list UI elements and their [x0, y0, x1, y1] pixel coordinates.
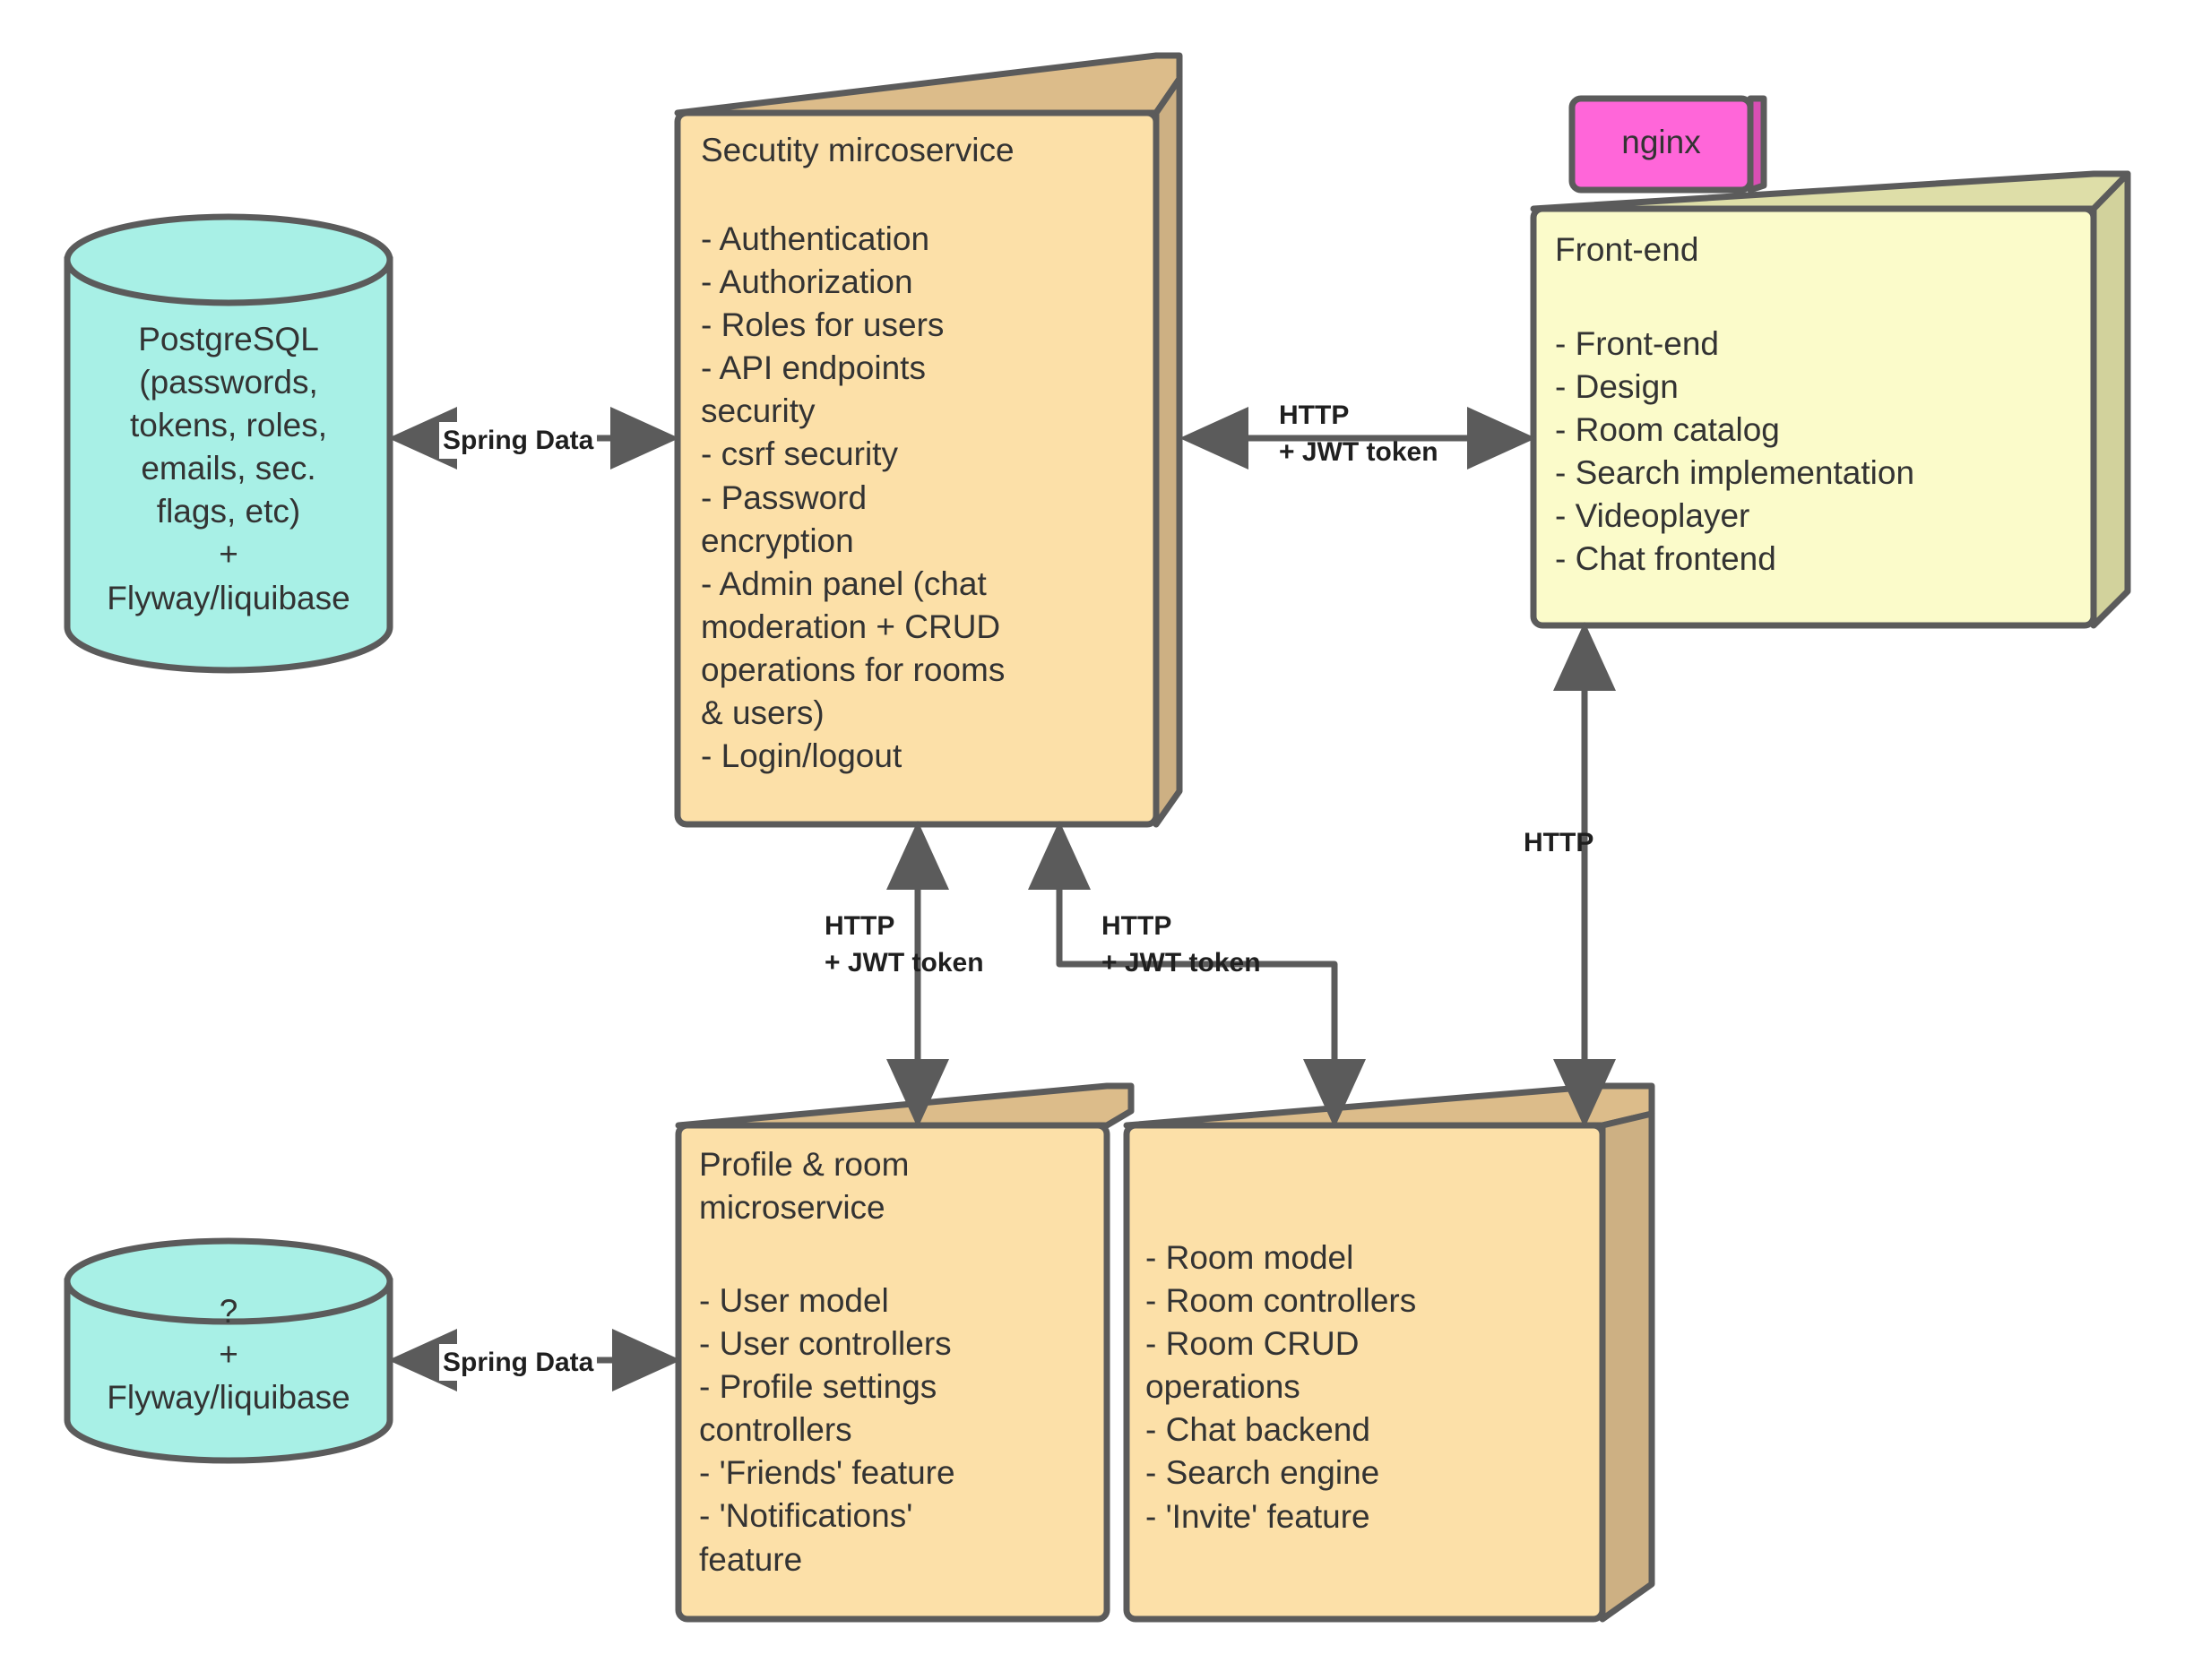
edge-label-http-frontend-room: HTTP — [1524, 828, 1594, 857]
edge-label-spring-data-bottom: Spring Data — [439, 1344, 598, 1382]
edge-label-http-jwt-frontend: HTTP + JWT token — [1279, 401, 1438, 468]
nginx-tag-shape[interactable] — [1568, 95, 1767, 194]
frontend-shape[interactable] — [1530, 170, 2131, 629]
room-microservice-shape[interactable] — [1123, 1082, 1655, 1623]
profile-room-microservice-shape[interactable] — [675, 1082, 1135, 1623]
edge-label-http-jwt-room: HTTP + JWT token — [1101, 911, 1261, 978]
edge-label-http-jwt-profile: HTTP + JWT token — [825, 911, 984, 978]
edge-security-to-room[interactable] — [1028, 821, 1366, 1128]
unknown-database-shape[interactable] — [64, 1237, 393, 1464]
postgresql-database-shape[interactable] — [64, 213, 393, 674]
edge-label-spring-data-top: Spring Data — [439, 422, 598, 460]
security-microservice-shape[interactable] — [674, 52, 1183, 828]
